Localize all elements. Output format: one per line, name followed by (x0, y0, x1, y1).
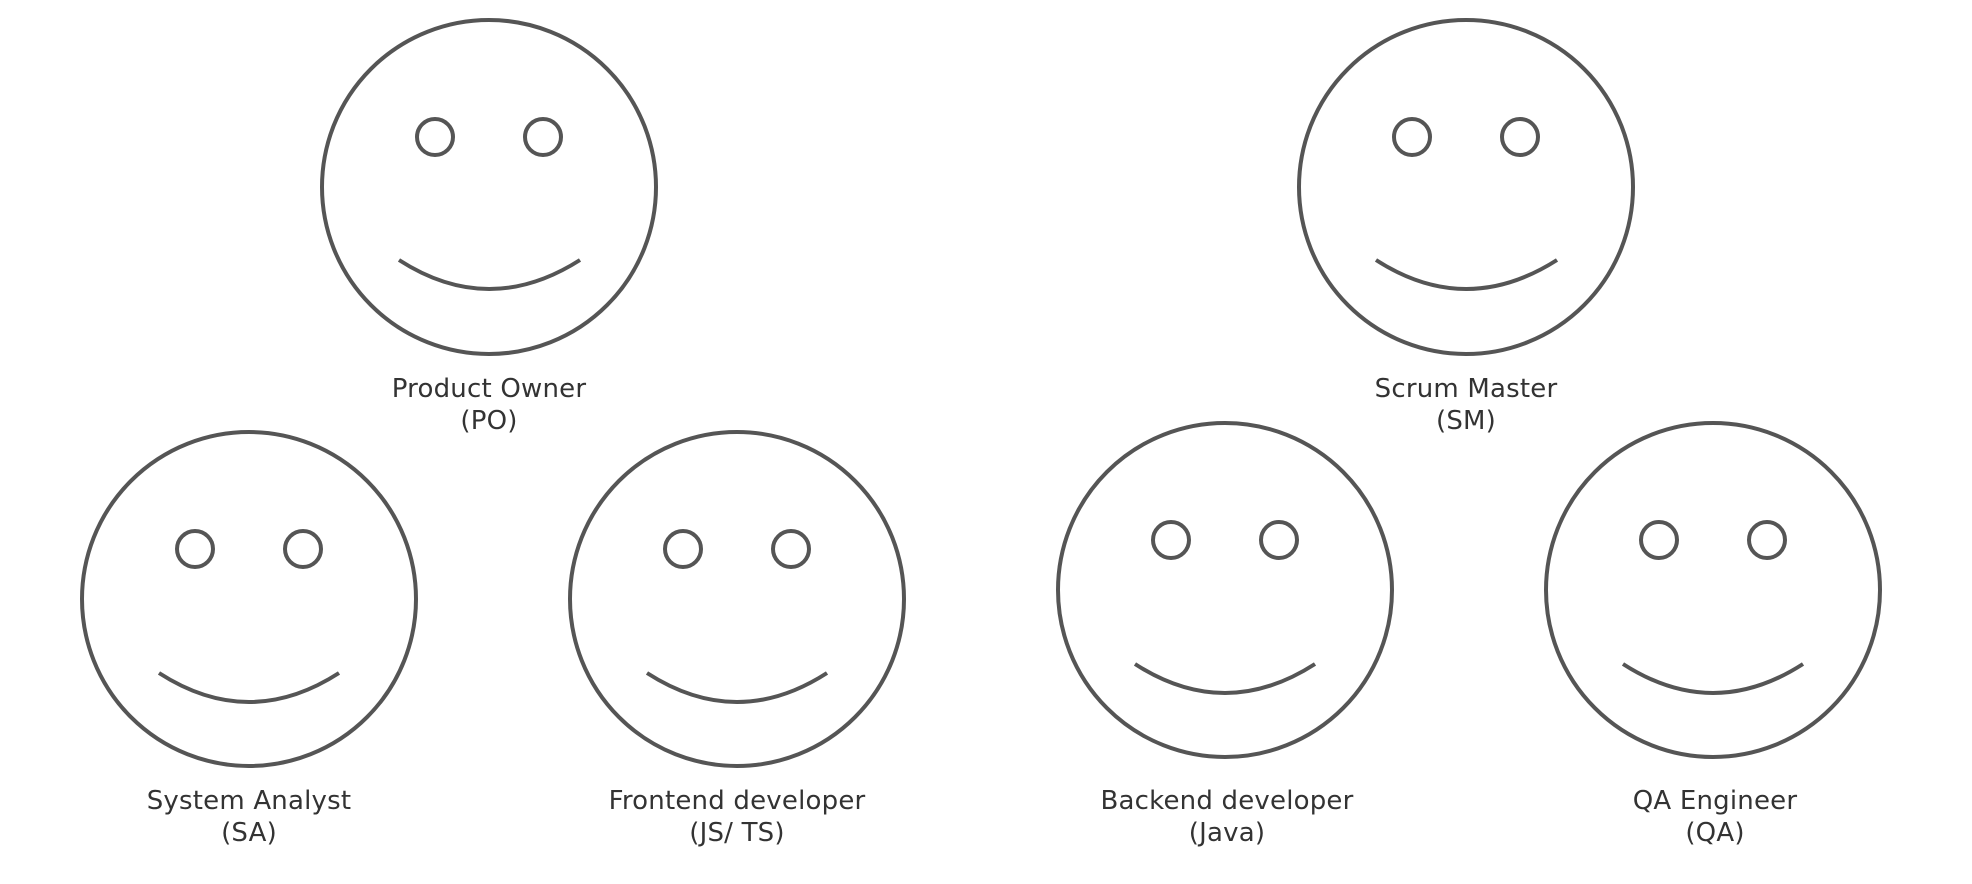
role-name: QA Engineer (1632, 786, 1798, 816)
role-abbr: (JS/ TS) (689, 818, 785, 848)
role-label-product-owner: Product Owner (PO) (309, 373, 669, 437)
role-abbr: (PO) (460, 406, 518, 436)
role-abbr: (QA) (1685, 818, 1745, 848)
role-name: Frontend developer (608, 786, 866, 816)
role-abbr: (SM) (1435, 406, 1497, 436)
role-label-scrum-master: Scrum Master (SM) (1286, 373, 1646, 437)
qa-engineer-smiley-icon (1544, 421, 1882, 759)
role-label-backend-developer: Backend developer (Java) (1047, 785, 1407, 849)
role-abbr: (Java) (1188, 818, 1266, 848)
frontend-developer-smiley-icon (568, 430, 906, 768)
role-name: Product Owner (391, 374, 587, 404)
product-owner-smiley-icon (320, 18, 658, 356)
role-label-qa-engineer: QA Engineer (QA) (1535, 785, 1895, 849)
backend-developer-smiley-icon (1056, 421, 1394, 759)
role-abbr: (SA) (221, 818, 277, 848)
role-name: Scrum Master (1374, 374, 1558, 404)
scrum-master-smiley-icon (1297, 18, 1635, 356)
system-analyst-smiley-icon (80, 430, 418, 768)
role-name: Backend developer (1100, 786, 1354, 816)
role-label-frontend-developer: Frontend developer (JS/ TS) (557, 785, 917, 849)
role-name: System Analyst (146, 786, 352, 816)
role-label-system-analyst: System Analyst (SA) (69, 785, 429, 849)
